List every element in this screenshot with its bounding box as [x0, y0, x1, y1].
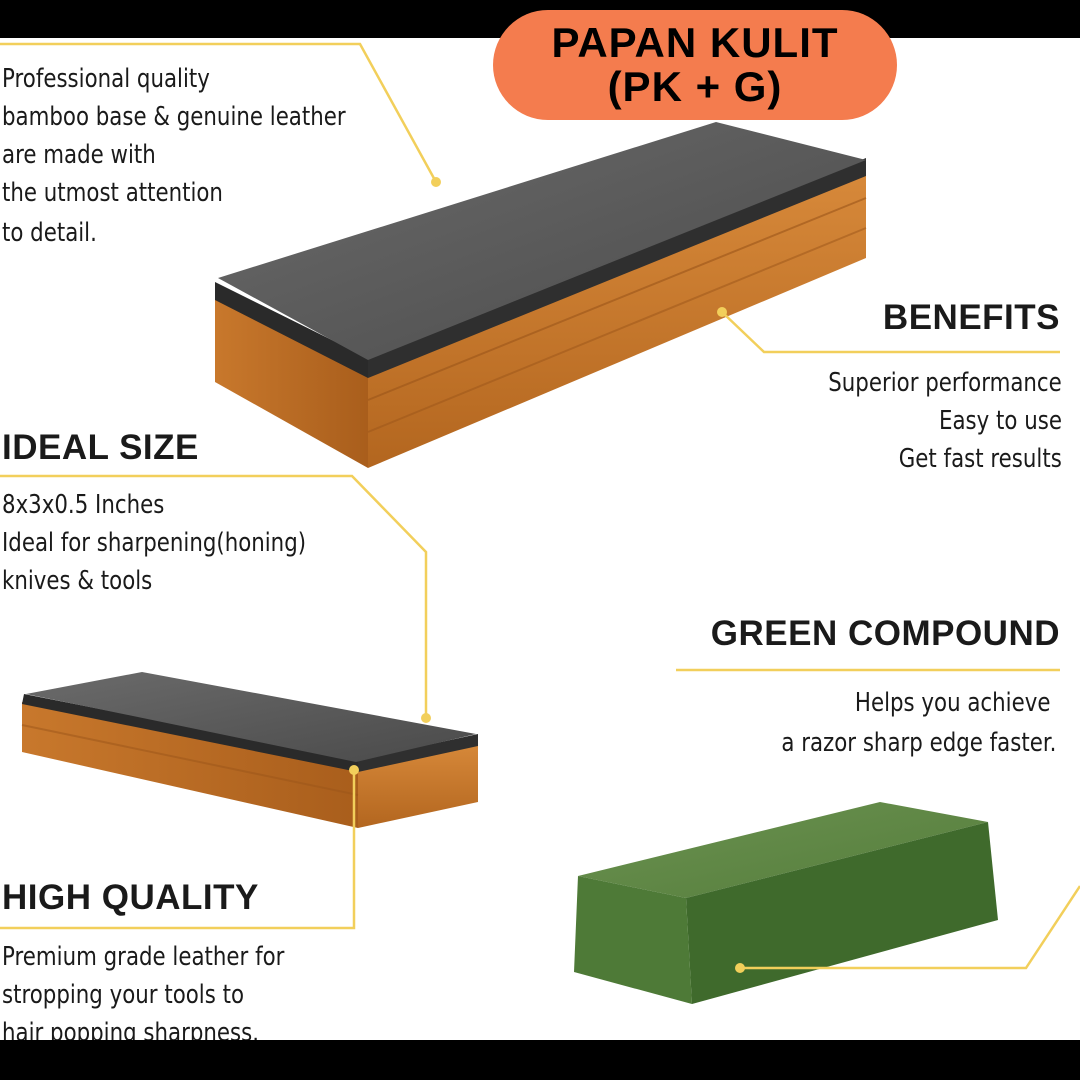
high-quality-line: stropping your tools to: [2, 980, 245, 1010]
green-compound-heading: GREEN COMPOUND: [710, 614, 1060, 653]
benefit-item: Get fast results: [898, 444, 1062, 474]
benefits-heading: BENEFITS: [882, 298, 1060, 337]
intro-line: bamboo base & genuine leather: [2, 102, 346, 132]
product-title-badge: PAPAN KULIT (PK + G): [493, 10, 897, 120]
benefit-item: Superior performance: [828, 368, 1062, 398]
ideal-size-heading: IDEAL SIZE: [2, 428, 199, 467]
intro-line: to detail.: [2, 218, 97, 248]
badge-subtitle: (PK + G): [607, 63, 783, 110]
green-compound-bar: [574, 802, 998, 1004]
bottom-black-bar: [0, 1040, 1080, 1080]
callout-dots: [349, 177, 745, 973]
callout-lines: [0, 42, 1080, 970]
green-compound-line: a razor sharp edge faster.: [780, 728, 1056, 758]
badge-title: PAPAN KULIT: [551, 19, 839, 66]
large-leather-strop: [215, 122, 867, 468]
green-compound-line: Helps you achieve: [854, 688, 1050, 718]
intro-line: the utmost attention: [2, 178, 223, 208]
ideal-size-line: 8x3x0.5 Inches: [2, 490, 165, 520]
intro-line: are made with: [2, 140, 156, 170]
benefit-item: Easy to use: [939, 406, 1062, 436]
small-leather-strop: [21, 672, 478, 828]
intro-line: Professional quality: [2, 64, 210, 94]
ideal-size-line: Ideal for sharpening(honing): [2, 528, 307, 558]
ideal-size-line: knives & tools: [2, 566, 153, 596]
high-quality-line: Premium grade leather for: [2, 942, 285, 972]
high-quality-heading: HIGH QUALITY: [2, 878, 259, 917]
